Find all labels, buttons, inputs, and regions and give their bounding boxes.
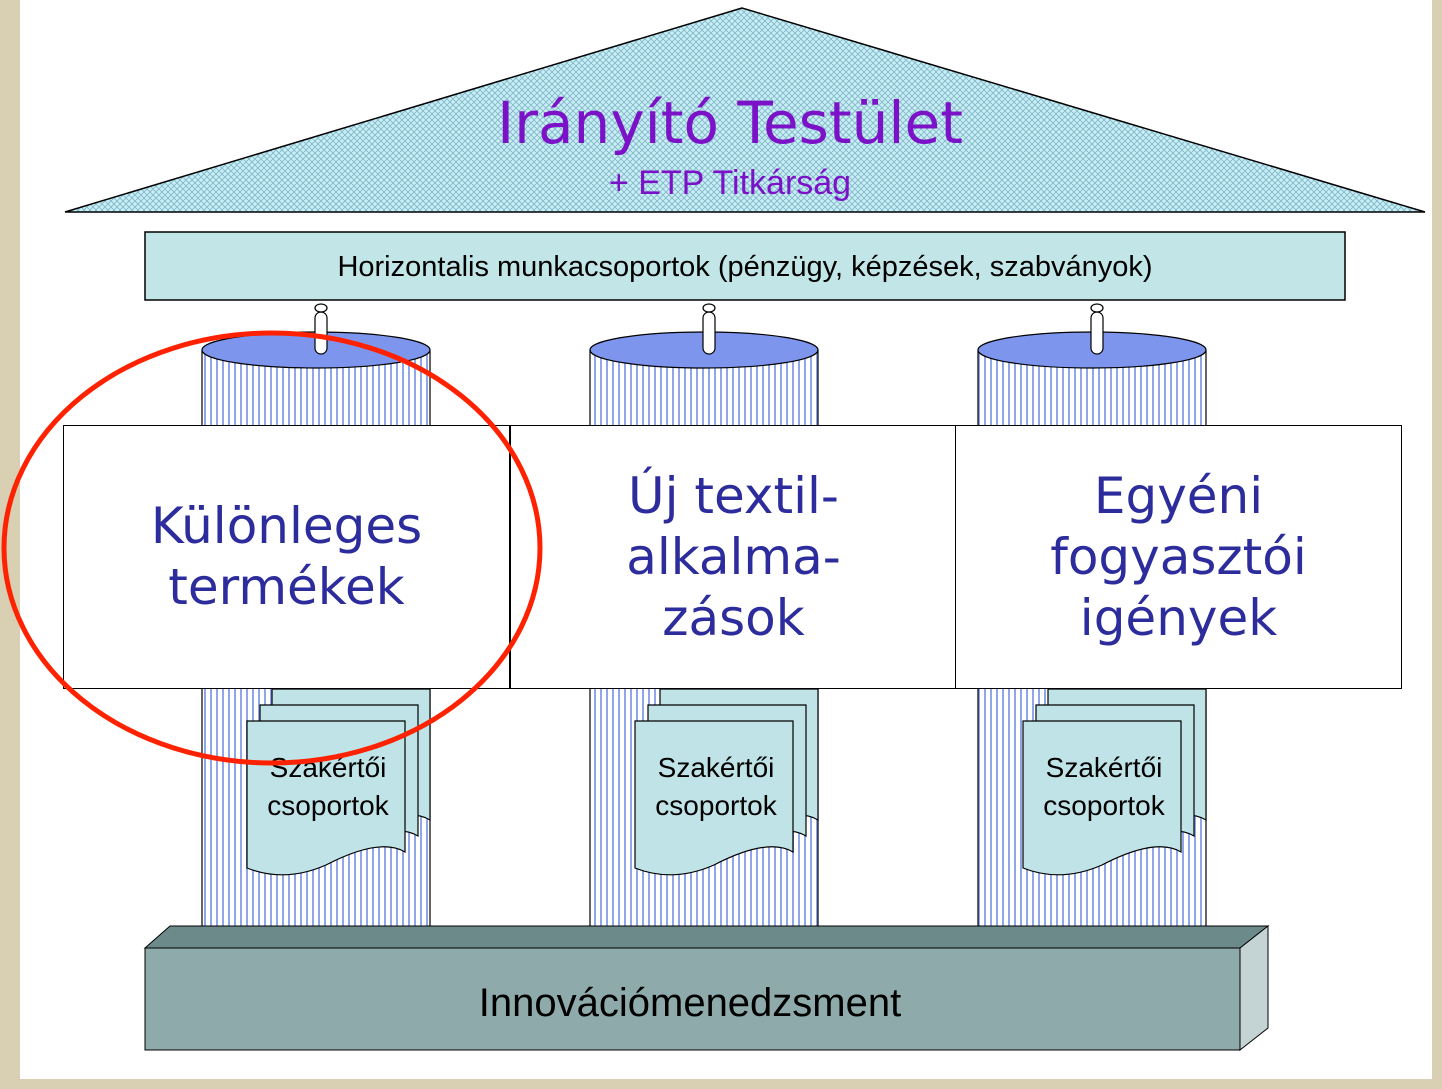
connector-peg-1 <box>314 303 328 355</box>
roof-subtitle: + ETP Titkárság <box>608 163 852 202</box>
foundation-slab <box>143 924 1270 1052</box>
roof-title: Irányító Testület <box>497 88 963 157</box>
expert-docs-3 <box>1022 688 1207 876</box>
foundation-label: Innovációmenedzsment <box>478 980 902 1025</box>
pillar-3-box: Egyéni fogyasztói igények <box>955 425 1402 689</box>
expert-groups-label-3: Szakértői csoportok <box>1043 752 1165 821</box>
expert-groups-label-2: Szakértői csoportok <box>655 752 777 821</box>
connector-peg-3 <box>1090 303 1104 355</box>
pillar-1-box: Különleges termékek <box>63 425 510 689</box>
horizontal-bar <box>144 231 1346 301</box>
expert-docs-2 <box>634 688 819 876</box>
expert-groups-label-1: Szakértői csoportok <box>267 752 389 821</box>
roof-triangle <box>64 7 1426 213</box>
horizontal-bar-label: Horizontalis munkacsoportok (pénzügy, ké… <box>337 250 1153 283</box>
connector-peg-2 <box>702 303 716 355</box>
pillar-2-box: Új textil- alkalma- zások <box>510 425 957 689</box>
